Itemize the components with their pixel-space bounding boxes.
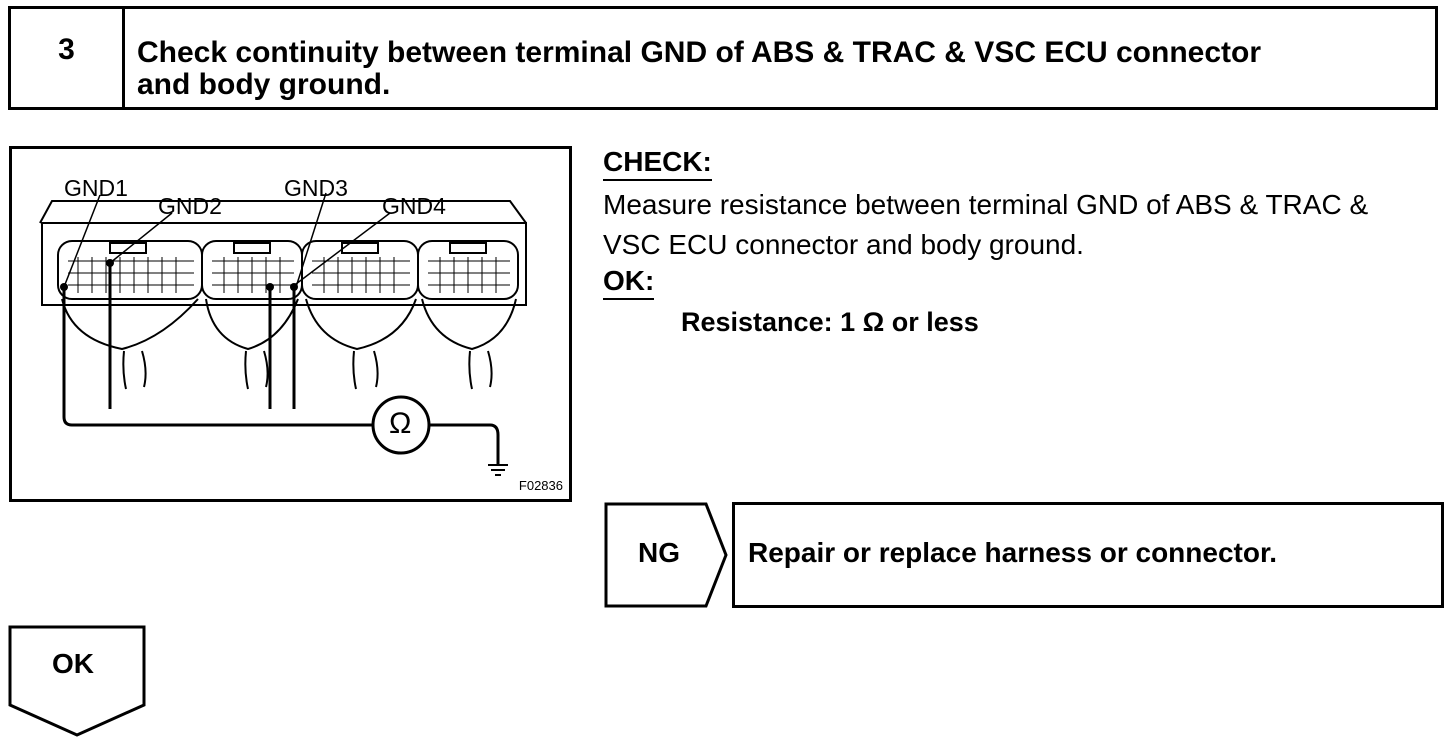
label-gnd4: GND4 [382, 193, 446, 219]
check-line2: VSC ECU connector and body ground. [603, 229, 1084, 260]
ng-arrow-icon [604, 502, 728, 608]
body-ground-icon [488, 464, 508, 476]
ohm-symbol: Ω [389, 407, 412, 440]
label-gnd2: GND2 [158, 193, 222, 219]
check-heading: CHECK: [603, 147, 712, 181]
ng-action-text: Repair or replace harness or connector. [748, 537, 1278, 568]
wiring-figure: GND1 GND2 GND3 GND4 Ω F02836 [9, 146, 572, 502]
check-line1: Measure resistance between terminal GND … [603, 189, 1369, 220]
ok-arrow-icon [8, 625, 146, 737]
ng-action-box [732, 502, 1444, 608]
step-number: 3 [11, 9, 125, 107]
ecu-connector-icon [39, 192, 527, 476]
step-title-line2: and body ground. [137, 68, 391, 101]
ohmmeter-icon [371, 395, 431, 455]
step-title-line1: Check continuity between terminal GND of… [137, 36, 1262, 69]
figure-id: F02836 [518, 478, 563, 493]
label-gnd3: GND3 [284, 175, 348, 201]
ng-label: NG [638, 537, 680, 568]
check-section: CHECK: Measure resistance between termin… [603, 146, 1453, 338]
step-title: Check continuity between terminal GND of… [125, 9, 1435, 107]
resistance-spec: Resistance: 1 Ω or less [681, 307, 979, 337]
ok-label: OK [52, 648, 94, 679]
check-instructions: Measure resistance between terminal GND … [603, 185, 1453, 265]
ok-heading: OK: [603, 266, 655, 300]
label-gnd1: GND1 [64, 175, 128, 201]
step-header: 3 Check continuity between terminal GND … [8, 6, 1438, 110]
